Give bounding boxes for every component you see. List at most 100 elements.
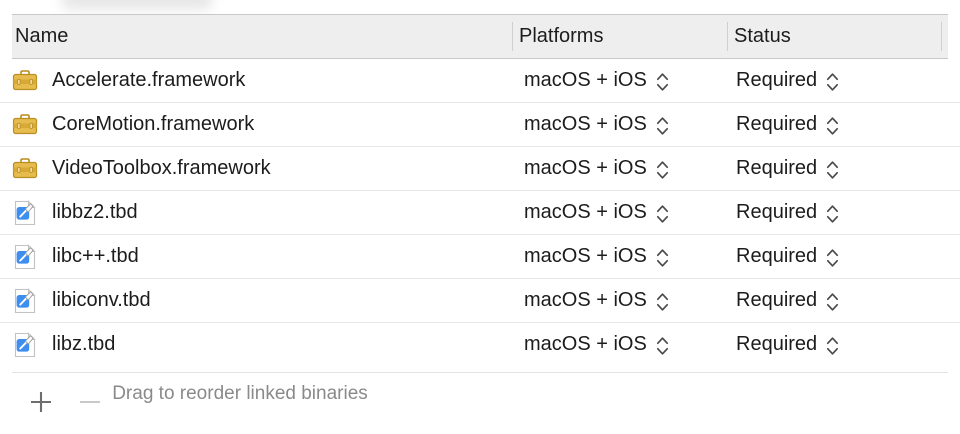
chevron-up-down-icon [656, 336, 668, 355]
chevron-up-down-icon [827, 116, 839, 135]
cell-platforms[interactable]: macOS + iOS [524, 323, 724, 366]
chevron-up-down-icon [827, 292, 839, 311]
cell-name[interactable]: CoreMotion.framework [12, 103, 512, 146]
status-value: Required [736, 289, 818, 311]
platforms-popup-button[interactable] [656, 115, 669, 137]
binary-name-label: CoreMotion.framework [52, 113, 255, 135]
chevron-up-down-icon [656, 160, 668, 179]
status-value: Required [736, 113, 818, 135]
platforms-popup-button[interactable] [656, 247, 669, 269]
platforms-popup-button[interactable] [656, 203, 669, 225]
column-header-name[interactable]: Name [15, 25, 69, 47]
table-row[interactable]: libiconv.tbd macOS + iOS Required [0, 279, 960, 323]
cell-platforms[interactable]: macOS + iOS [524, 279, 724, 322]
platforms-popup-button[interactable] [656, 71, 669, 93]
status-popup-button[interactable] [826, 71, 839, 93]
cell-name[interactable]: VideoToolbox.framework [12, 147, 512, 190]
add-button[interactable] [24, 385, 58, 419]
reorder-hint-text: Drag to reorder linked binaries [112, 383, 368, 404]
cell-name[interactable]: libc++.tbd [12, 235, 512, 278]
chevron-up-down-icon [656, 116, 668, 135]
cell-name[interactable]: libbz2.tbd [12, 191, 512, 234]
chevron-up-down-icon [656, 248, 668, 267]
chevron-up-down-icon [827, 72, 839, 91]
binary-name-label: VideoToolbox.framework [52, 157, 271, 179]
cell-platforms[interactable]: macOS + iOS [524, 191, 724, 234]
table-row[interactable]: libbz2.tbd macOS + iOS Required [0, 191, 960, 235]
table-row[interactable]: CoreMotion.framework macOS + iOS Require… [0, 103, 960, 147]
platforms-popup-button[interactable] [656, 159, 669, 181]
framework-toolbox-icon [12, 157, 38, 178]
cell-status[interactable]: Required [736, 191, 936, 234]
cell-status[interactable]: Required [736, 279, 936, 322]
cell-status[interactable]: Required [736, 103, 936, 146]
cell-platforms[interactable]: macOS + iOS [524, 147, 724, 190]
binary-name-label: libc++.tbd [52, 245, 139, 267]
chevron-up-down-icon [656, 72, 668, 91]
status-popup-button[interactable] [826, 247, 839, 269]
table-bottom-separator [12, 372, 948, 373]
chevron-up-down-icon [827, 204, 839, 223]
platforms-value: macOS + iOS [524, 245, 647, 267]
cell-platforms[interactable]: macOS + iOS [524, 235, 724, 278]
table-row[interactable]: Accelerate.framework macOS + iOS Require… [0, 59, 960, 103]
cell-platforms[interactable]: macOS + iOS [524, 59, 724, 102]
background-blur-artifact [62, 0, 212, 10]
platforms-value: macOS + iOS [524, 69, 647, 91]
status-popup-button[interactable] [826, 203, 839, 225]
status-popup-button[interactable] [826, 335, 839, 357]
platforms-value: macOS + iOS [524, 289, 647, 311]
cell-name[interactable]: Accelerate.framework [12, 59, 512, 102]
binary-name-label: libbz2.tbd [52, 201, 138, 223]
framework-toolbox-icon [12, 69, 38, 90]
table-row[interactable]: VideoToolbox.framework macOS + iOS Requi… [0, 147, 960, 191]
tbd-document-icon [14, 243, 36, 269]
chevron-up-down-icon [827, 160, 839, 179]
tbd-document-icon [14, 331, 36, 357]
chevron-up-down-icon [656, 292, 668, 311]
column-divider-platforms[interactable] [512, 22, 513, 51]
binary-name-label: Accelerate.framework [52, 69, 246, 91]
platforms-popup-button[interactable] [656, 335, 669, 357]
status-value: Required [736, 157, 818, 179]
cell-name[interactable]: libiconv.tbd [12, 279, 512, 322]
column-header-platforms[interactable]: Platforms [519, 25, 604, 47]
tbd-document-icon [14, 199, 36, 225]
cell-status[interactable]: Required [736, 59, 936, 102]
tbd-document-icon [14, 287, 36, 313]
column-divider-end[interactable] [941, 22, 942, 51]
column-header-status[interactable]: Status [734, 25, 791, 47]
remove-button[interactable] [73, 385, 107, 419]
plus-icon [31, 392, 51, 412]
status-popup-button[interactable] [826, 291, 839, 313]
status-value: Required [736, 333, 818, 355]
status-value: Required [736, 245, 818, 267]
table-row[interactable]: libz.tbd macOS + iOS Required [0, 323, 960, 367]
platforms-value: macOS + iOS [524, 333, 647, 355]
cell-name[interactable]: libz.tbd [12, 323, 512, 366]
chevron-up-down-icon [827, 248, 839, 267]
cell-platforms[interactable]: macOS + iOS [524, 103, 724, 146]
platforms-popup-button[interactable] [656, 291, 669, 313]
binary-name-label: libz.tbd [52, 333, 116, 355]
status-popup-button[interactable] [826, 159, 839, 181]
minus-icon [80, 400, 100, 404]
column-divider-status[interactable] [727, 22, 728, 51]
chevron-up-down-icon [827, 336, 839, 355]
chevron-up-down-icon [656, 204, 668, 223]
table-body: Accelerate.framework macOS + iOS Require… [0, 59, 960, 367]
framework-toolbox-icon [12, 113, 38, 134]
cell-status[interactable]: Required [736, 235, 936, 278]
cell-status[interactable]: Required [736, 323, 936, 366]
cell-status[interactable]: Required [736, 147, 936, 190]
status-popup-button[interactable] [826, 115, 839, 137]
status-value: Required [736, 201, 818, 223]
platforms-value: macOS + iOS [524, 201, 647, 223]
platforms-value: macOS + iOS [524, 157, 647, 179]
status-value: Required [736, 69, 818, 91]
platforms-value: macOS + iOS [524, 113, 647, 135]
table-row[interactable]: libc++.tbd macOS + iOS Required [0, 235, 960, 279]
binary-name-label: libiconv.tbd [52, 289, 151, 311]
bottom-toolbar: Drag to reorder linked binaries [0, 373, 960, 434]
